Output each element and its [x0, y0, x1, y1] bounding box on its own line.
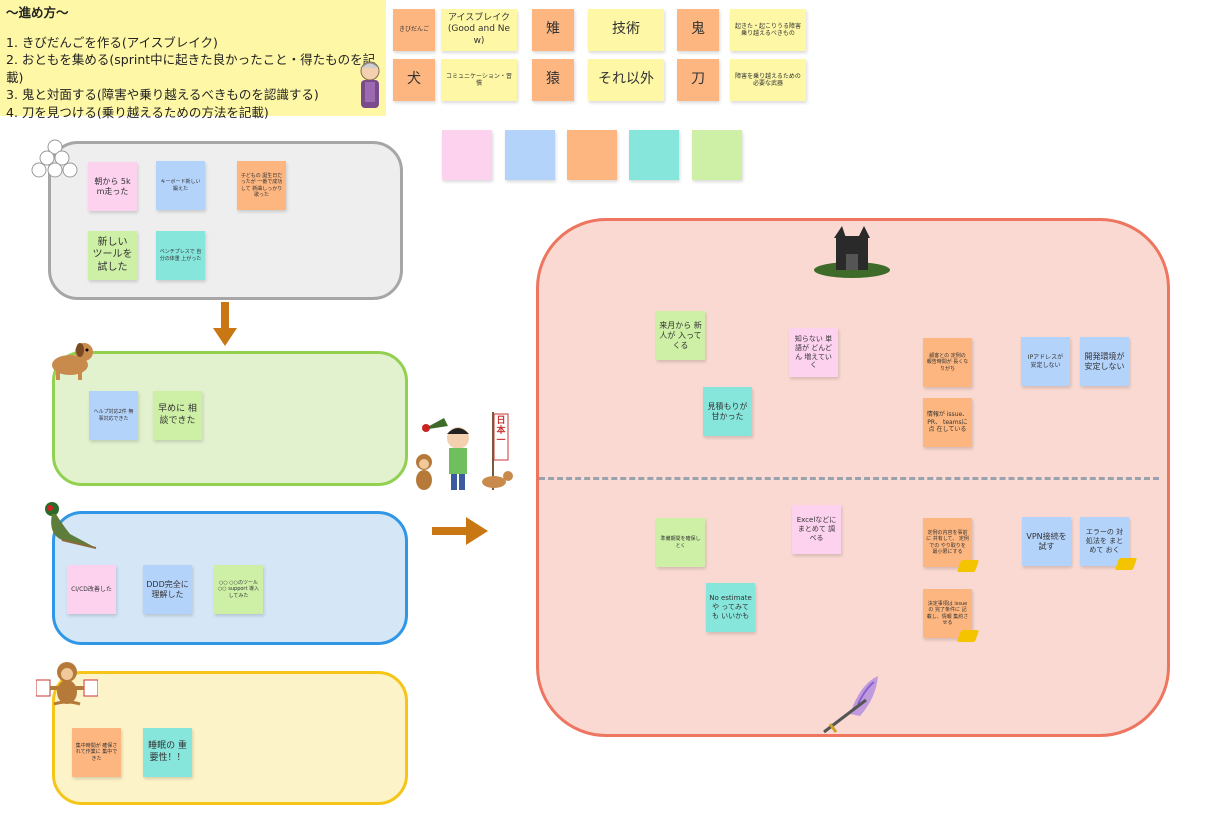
- legend-inu[interactable]: 犬: [393, 59, 435, 101]
- katana-icon: [823, 676, 878, 734]
- legend-oni-description[interactable]: 起きた・起こりうる障害 乗り越えるべきもの: [730, 9, 806, 51]
- banner-text: 日本一: [496, 416, 506, 446]
- inu-note-2[interactable]: 早めに 相談できた: [153, 391, 202, 440]
- oni-note-6[interactable]: 見積もりが 甘かった: [703, 387, 752, 436]
- instruction-step-4: 4. 刀を見つける(乗り越えるための方法を記載): [6, 104, 269, 120]
- kibidango-note-2[interactable]: キーボード新しい 鍛えた: [156, 161, 205, 210]
- kibidango-note-5[interactable]: ベンチプレスで 自分の体重 上がった: [156, 231, 205, 280]
- saru-note-1[interactable]: 集中時間が 確保されて作業に 集中できた: [72, 728, 121, 777]
- kibidango-icon: [31, 139, 78, 178]
- kiji-note-3[interactable]: ○○ ○○のツール○○ support 導入してみた: [214, 565, 263, 614]
- katana-note-5[interactable]: エラーの 対処法を まとめて おく: [1080, 517, 1129, 566]
- oni-note-1[interactable]: 来月から 新人が 入ってくる: [656, 311, 705, 360]
- oni-note-5[interactable]: 開発環境が 安定しない: [1080, 337, 1129, 386]
- kibidango-note-1[interactable]: 朝から 5km走った: [88, 162, 137, 211]
- dog-icon: [52, 343, 93, 380]
- saru-note-2[interactable]: 睡眠の 重要性！！: [143, 728, 192, 777]
- oni-note-7[interactable]: 情報が issue、PR、 teamsに点 在している: [923, 398, 972, 447]
- blank-note-green[interactable]: [692, 130, 742, 180]
- grandma-icon: [360, 61, 380, 108]
- oni-note-4[interactable]: IPアドレスが 安定しない: [1021, 337, 1070, 386]
- legend-kibidango[interactable]: きびだんご: [393, 9, 435, 51]
- legend-kiji[interactable]: 雉: [532, 9, 574, 51]
- pheasant-icon: [45, 502, 97, 549]
- blank-note-blue[interactable]: [505, 130, 555, 180]
- katana-note-3[interactable]: 定例の内容を事前に 共有して、 定例での やり取りを 最小限にする: [923, 518, 972, 567]
- katana-note-4[interactable]: VPN接続を 試す: [1022, 517, 1071, 566]
- legend-katana[interactable]: 刀: [677, 59, 719, 101]
- katana-note-6[interactable]: No estimateや ってみても いいかも: [706, 583, 755, 632]
- momotaro-group-icon: [416, 412, 513, 490]
- katana-note-1[interactable]: 準備期間を確保しとく: [656, 518, 705, 567]
- kibidango-note-4[interactable]: 新しい ツールを 試した: [88, 231, 137, 280]
- oni-note-3[interactable]: 顧客との 定例の 報告時間が 長くなりがち: [923, 338, 972, 387]
- instruction-step-3: 3. 鬼と対面する(障害や乗り越えるべきものを認識する): [6, 87, 319, 102]
- inu-note-1[interactable]: ヘルプ対応2件 無事対応できた: [89, 391, 138, 440]
- kiji-note-1[interactable]: CI/CD改善した: [67, 565, 116, 614]
- legend-katana-description[interactable]: 障害を乗り越えるための 必要な武器: [730, 59, 806, 101]
- monkey-icon: [36, 662, 98, 706]
- kiji-note-2[interactable]: DDD完全に 理解した: [143, 565, 192, 614]
- legend-icebreak[interactable]: アイスブレイク (Good and New): [441, 9, 517, 51]
- oni-note-2[interactable]: 知らない 単語が どんどん 増えていく: [789, 328, 838, 377]
- oni-castle-icon: [814, 226, 890, 278]
- instruction-step-2: 2. おともを集める(sprint中に起きた良かったこと・得たものを記載): [6, 52, 376, 85]
- katana-note-7[interactable]: 決定事項は issueの 完了条件に 記載し、情報 集約させる: [923, 589, 972, 638]
- blank-note-pink[interactable]: [442, 130, 492, 180]
- instructions-note[interactable]: ～進め方～ 1. きびだんごを作る(アイスブレイク) 2. おともを集める(sp…: [0, 0, 386, 120]
- legend-saru[interactable]: 猿: [532, 59, 574, 101]
- section-divider: [539, 477, 1159, 480]
- legend-gijutsu[interactable]: 技術: [588, 9, 664, 51]
- down-arrow-icon: [213, 302, 237, 346]
- instruction-step-1: 1. きびだんごを作る(アイスブレイク): [6, 34, 218, 50]
- instructions-title: ～進め方～: [6, 5, 69, 20]
- kibidango-note-3[interactable]: 子どもの 誕生日だったが 一番で成功して 新曲しっかり 歌った: [237, 161, 286, 210]
- blank-note-orange[interactable]: [567, 130, 617, 180]
- legend-oni[interactable]: 鬼: [677, 9, 719, 51]
- katana-note-2[interactable]: Excelなどに まとめて 調べる: [792, 505, 841, 554]
- right-arrow-icon: [432, 517, 488, 545]
- legend-sore-igai[interactable]: それ以外: [588, 59, 664, 101]
- blank-note-cyan[interactable]: [629, 130, 679, 180]
- legend-communication[interactable]: コミュニケーション・習慣: [441, 59, 517, 101]
